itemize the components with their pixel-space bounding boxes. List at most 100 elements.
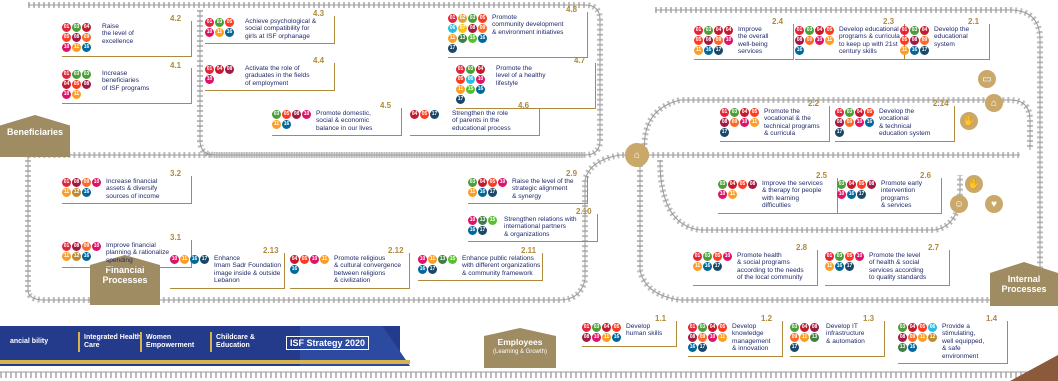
station-beneficiaries: Beneficiaries xyxy=(0,115,70,157)
objective-connector xyxy=(542,253,543,281)
sdg-badge: 08 xyxy=(910,36,919,45)
sdg-badge: 11 xyxy=(718,333,727,342)
objective-text: Promote religious & cultural convergence… xyxy=(334,255,402,285)
sdg-badge: 17 xyxy=(713,262,722,271)
sdg-badge: 11 xyxy=(180,255,189,264)
sdg-badge: 11 xyxy=(272,120,281,129)
sdg-badge: 03 xyxy=(468,14,477,23)
sdg-badge: 05 xyxy=(750,108,759,117)
objective-text: Enhance Imam Sadr Foundation image insid… xyxy=(214,255,282,285)
sdg-badge: 05 xyxy=(918,323,927,332)
sdg-badge: 09 xyxy=(82,33,91,42)
sdg-badge: 03 xyxy=(910,26,919,35)
sdg-badge: 11 xyxy=(900,46,909,55)
objective-underline xyxy=(898,363,1008,364)
sdg-badge: 16 xyxy=(478,188,487,197)
sdg-badge: 05 xyxy=(713,252,722,261)
sdg-badge: 17 xyxy=(845,262,854,271)
objective-text: Develop human skills xyxy=(626,323,663,338)
objective-text: Promote the level of a healthy lifestyle xyxy=(496,65,546,87)
book-icon: ▭ xyxy=(978,70,996,88)
care-icon: ✋ xyxy=(960,112,978,130)
sdg-badge: 17 xyxy=(428,265,437,274)
sdg-badge: 04 xyxy=(215,65,224,74)
sdg-badge: 12 xyxy=(928,333,937,342)
sdg-badge: 09 xyxy=(82,242,91,251)
sdg-badge: 11 xyxy=(215,28,224,37)
sdg-badge: 08 xyxy=(795,36,804,45)
objective-number: 4.1 xyxy=(170,61,182,70)
sdg-badge: 05 xyxy=(825,26,834,35)
sdg-badge: 08 xyxy=(748,180,757,189)
objective-underline xyxy=(825,284,950,286)
sdg-badge: 05 xyxy=(738,180,747,189)
family-icon: ⌂ xyxy=(985,94,1003,112)
objective-text: Develop the educational system xyxy=(934,26,970,48)
sdg-badge: 09 xyxy=(845,118,854,127)
objective-number: 2.12 xyxy=(388,246,404,255)
sdg-badge: 17 xyxy=(448,44,457,53)
objective-connector xyxy=(284,253,285,288)
objective-number: 2.10 xyxy=(576,207,592,216)
sdg-badge: 01 xyxy=(835,108,844,117)
sdg-badge: 17 xyxy=(720,128,729,137)
sdg-badge: 16 xyxy=(865,118,874,127)
objective-underline xyxy=(694,59,794,60)
objective-text: Enhance public relations with different … xyxy=(462,255,541,277)
sdg-badge: 17 xyxy=(920,46,929,55)
sdg-badge: 11 xyxy=(750,118,759,127)
objective-text: Develop educational programs & curricula… xyxy=(839,26,900,56)
sdg-badge: 09 xyxy=(714,36,723,45)
objective-number: 4.3 xyxy=(313,9,325,18)
objective-number: 2.2 xyxy=(808,99,820,108)
objective-number: 2.13 xyxy=(263,246,279,255)
train-car-1: Integrated Health Care xyxy=(78,332,144,352)
objective-number: 4.4 xyxy=(313,56,325,65)
sdg-badge: 10 xyxy=(592,333,601,342)
sdg-badge: 01 xyxy=(205,18,214,27)
sdg-badge: 16 xyxy=(688,343,697,352)
sdg-badge: 04 xyxy=(708,323,717,332)
objective-underline xyxy=(456,108,596,109)
sdg-badge: 13 xyxy=(478,216,487,225)
objective-text: Raise the level of excellence xyxy=(102,23,134,45)
objective-connector xyxy=(793,24,794,59)
sdg-badge: 01 xyxy=(694,26,703,35)
sdg-badge: 03 xyxy=(704,26,713,35)
sdg-badge: 08 xyxy=(898,333,907,342)
sdg-badge: 06 xyxy=(466,75,475,84)
sdg-badge: 10 xyxy=(310,255,319,264)
hands-icon: ✋ xyxy=(965,175,983,193)
objective-text: Promote domestic, social & economic bala… xyxy=(316,110,373,132)
objective-connector xyxy=(941,178,942,213)
station-financial-label: Financial Processes xyxy=(102,265,148,285)
objective-underline xyxy=(468,203,588,205)
sdg-badge: 09 xyxy=(805,36,814,45)
sdg-badge: 16 xyxy=(795,46,804,55)
sdg-badge: 04 xyxy=(478,178,487,187)
sdg-badge: 16 xyxy=(82,43,91,52)
objective-connector xyxy=(595,63,596,108)
sdg-badge: 05 xyxy=(420,110,429,119)
sdg-badge: 16 xyxy=(82,252,91,261)
sdg-badge: 09 xyxy=(730,118,739,127)
objective-underline xyxy=(837,212,942,214)
objective-underline xyxy=(448,57,588,58)
objective-text: Achieve psychological & social compatibi… xyxy=(245,18,317,40)
sdg-badge: 16 xyxy=(612,333,621,342)
sdg-badge: 16 xyxy=(190,255,199,264)
sdg-badge: 11 xyxy=(602,333,611,342)
sdg-badge: 05 xyxy=(857,180,866,189)
sdg-badge: 10 xyxy=(302,110,311,119)
station-employees-label: Employees xyxy=(497,337,543,347)
objective-underline xyxy=(718,212,838,214)
train-car-0: ancial bility xyxy=(10,338,49,345)
sdg-badge: 11 xyxy=(825,262,834,271)
